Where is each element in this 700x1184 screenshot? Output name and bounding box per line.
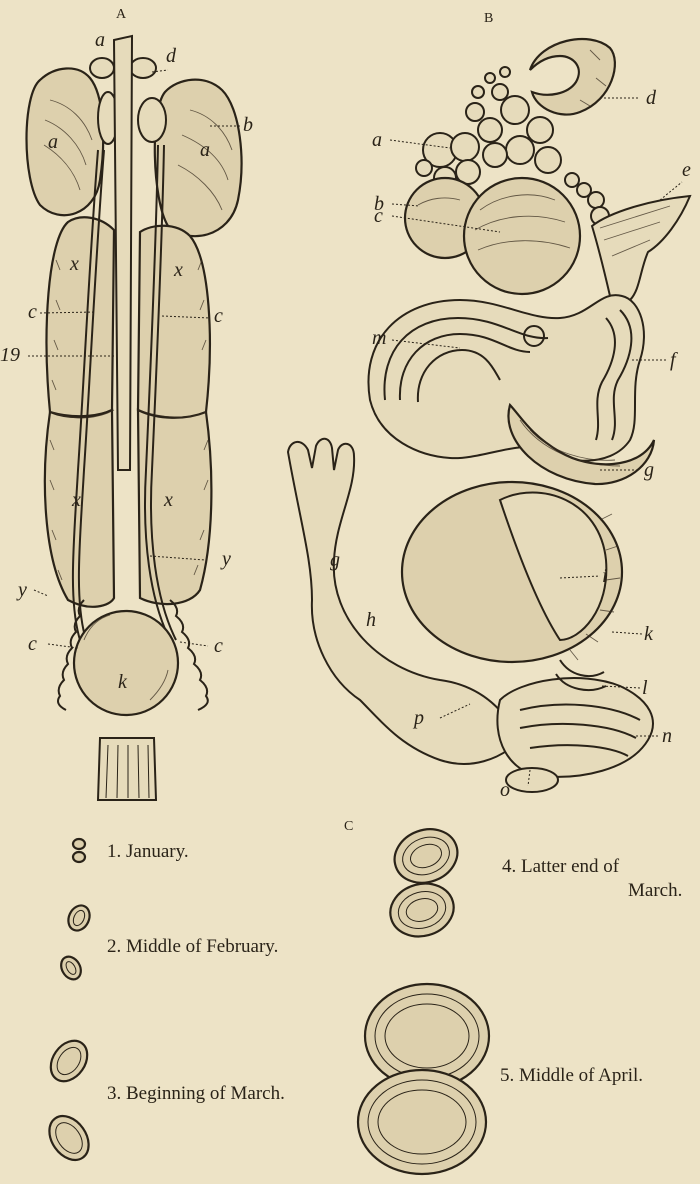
egg-group-april bbox=[358, 984, 489, 1174]
panel-b-title: B bbox=[484, 11, 493, 26]
figure-a-left-testis bbox=[27, 68, 104, 215]
figure-a-label-x-right-lower: x bbox=[163, 489, 173, 511]
figure-a-label-b-right: b bbox=[243, 114, 253, 136]
caption-number: 4. bbox=[502, 856, 516, 877]
panel-a-title: A bbox=[116, 7, 127, 22]
caption-march-beginning: 3. Beginning of March. bbox=[107, 1083, 285, 1105]
caption-april: 5. Middle of April. bbox=[500, 1065, 643, 1087]
figure-b-cup bbox=[530, 39, 615, 115]
figure-a-label-c-right: c bbox=[214, 305, 223, 327]
figure-a-label-c-lower-right: c bbox=[214, 635, 223, 657]
figure-a-label-x-left-upper: x bbox=[69, 253, 79, 275]
figure-a-right-testis bbox=[155, 80, 242, 237]
figure-a-body-right bbox=[130, 58, 156, 78]
figure-a-label-a-top: a bbox=[95, 29, 105, 51]
figure-b-label-k: k bbox=[644, 623, 654, 645]
caption-march-latter: 4. Latter end of bbox=[502, 856, 619, 878]
figure-b-label-c: c bbox=[374, 205, 383, 227]
figure-b-label-p: p bbox=[412, 707, 424, 729]
egg-group-january bbox=[73, 839, 85, 862]
figure-b-label-l: l bbox=[642, 677, 648, 699]
caption-number: 5. bbox=[500, 1065, 514, 1086]
figure-a-label-19: 19 bbox=[0, 344, 20, 366]
figure-b-coils bbox=[368, 295, 643, 461]
figure-b-label-m: m bbox=[372, 327, 386, 349]
figure-a-body-left bbox=[90, 58, 114, 78]
figure-a-central-vessel bbox=[114, 36, 132, 470]
figure-a-label-x-right-upper: x bbox=[173, 259, 183, 281]
caption-text-line2: March. bbox=[628, 880, 682, 901]
figure-a-label-c-left: c bbox=[28, 301, 37, 323]
caption-text: Latter end of bbox=[521, 856, 619, 877]
figure-a-label-x-left-lower: x bbox=[71, 489, 81, 511]
egg-group-march-latter bbox=[384, 821, 465, 944]
figure-b-label-f: f bbox=[670, 349, 678, 371]
figure-a: A bbox=[0, 7, 253, 800]
figure-c: C bbox=[41, 819, 489, 1174]
panel-c-title: C bbox=[344, 819, 353, 834]
figure-a-label-c-lower-left: c bbox=[28, 633, 37, 655]
caption-january: 1. January. bbox=[107, 841, 189, 863]
figure-a-label-a-left: a bbox=[48, 131, 58, 153]
figure-a-label-d-top: d bbox=[166, 45, 177, 67]
figure-b: B bbox=[288, 11, 691, 801]
caption-number: 3. bbox=[107, 1083, 121, 1104]
figure-b-label-h: h bbox=[366, 609, 376, 631]
figure-a-vesicle bbox=[74, 611, 178, 715]
caption-number: 1. bbox=[107, 841, 121, 862]
egg-group-february bbox=[57, 902, 93, 983]
figure-b-label-n: n bbox=[662, 725, 672, 747]
figure-b-label-g-left: g bbox=[330, 549, 340, 571]
caption-text: Beginning of March. bbox=[126, 1083, 285, 1104]
egg-group-march-beginning bbox=[41, 1034, 96, 1168]
figure-b-label-i: i bbox=[602, 565, 608, 587]
figure-b-label-d: d bbox=[646, 87, 657, 109]
figure-a-label-a-right: a bbox=[200, 139, 210, 161]
figure-a-label-y-left: y bbox=[16, 579, 27, 601]
figure-a-label-y-right: y bbox=[220, 548, 231, 570]
figure-b-label-o: o bbox=[500, 779, 510, 801]
figure-a-left-upper-lobe bbox=[47, 217, 114, 416]
figure-a-label-k: k bbox=[118, 671, 128, 693]
figure-a-right-lower-lobe bbox=[138, 410, 211, 604]
figure-b-label-a: a bbox=[372, 129, 382, 151]
caption-march-latter-line2: March. bbox=[628, 880, 682, 902]
caption-text: Middle of February. bbox=[126, 936, 278, 957]
caption-text: Middle of April. bbox=[519, 1065, 643, 1086]
caption-number: 2. bbox=[107, 936, 121, 957]
figure-a-right-epididymis bbox=[138, 98, 166, 142]
figure-b-label-e: e bbox=[682, 159, 691, 181]
figure-b-label-g-right: g bbox=[644, 459, 654, 481]
caption-february: 2. Middle of February. bbox=[107, 936, 278, 958]
figure-b-bottom-lobe bbox=[506, 768, 558, 792]
caption-text: January. bbox=[126, 841, 189, 862]
